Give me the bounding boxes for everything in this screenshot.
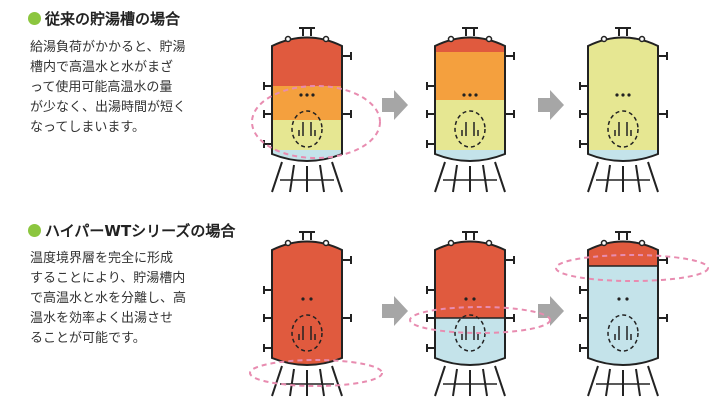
arrow-right-icon: [382, 90, 408, 120]
tank-conventional-stage-2: [426, 27, 515, 193]
heading-text: ハイパーWTシリーズの場合: [45, 222, 236, 240]
arrow-right-icon: [382, 296, 408, 326]
hot-water-layer: [435, 241, 505, 318]
desc-line: 槽内で高温水と水がまざ: [30, 60, 174, 75]
boundary-highlight: [409, 306, 551, 334]
tank-hyper-wt-stage-1: [263, 231, 352, 397]
boundary-highlight: [555, 254, 709, 282]
heading-text: 従来の貯湯槽の場合: [45, 10, 181, 28]
desc-line: って使用可能高温水の量: [30, 80, 173, 95]
section-description: 給湯負荷がかかると、貯湯 槽内で高温水と水がまざ って使用可能高温水の量 が少な…: [30, 38, 230, 138]
cold-water-layer: [588, 150, 658, 161]
cold-water-layer: [272, 150, 342, 161]
mixed-water-layer: [435, 100, 505, 150]
hot-water-layer: [272, 241, 342, 364]
tank-conventional-stage-3: [579, 27, 668, 193]
section-heading: 従来の貯湯槽の場合: [28, 8, 180, 29]
bullet-icon: [28, 12, 41, 25]
desc-line: 温水を効率よく出湯させ: [30, 311, 174, 326]
desc-line: 温度境界層を完全に形成: [30, 251, 174, 266]
desc-line: が少なく、出湯時間が短く: [30, 100, 187, 115]
desc-line: ることが可能です。: [30, 331, 146, 346]
cold-water-layer: [435, 150, 505, 161]
section-heading: ハイパーWTシリーズの場合: [28, 220, 235, 241]
mixing-zone-highlight: [251, 85, 381, 159]
boundary-highlight: [249, 359, 383, 387]
arrow-right-icon: [538, 296, 564, 326]
desc-line: で高温水と水を分離し、高: [30, 291, 187, 306]
cold-water-layer: [435, 318, 505, 365]
tank-conventional-stage-1: [263, 27, 352, 193]
tank-hyper-wt-stage-2: [426, 231, 515, 397]
warm-water-layer: [272, 86, 342, 120]
desc-line: することにより、貯湯槽内: [30, 271, 186, 286]
arrow-right-icon: [538, 90, 564, 120]
warm-water-layer: [435, 52, 505, 100]
hot-water-layer: [272, 37, 342, 86]
section-description: 温度境界層を完全に形成 することにより、貯湯槽内 で高温水と水を分離し、高 温水…: [30, 249, 230, 349]
hyper-wt-tank-section: ハイパーWTシリーズの場合 温度境界層を完全に形成 することにより、貯湯槽内 で…: [0, 208, 715, 416]
bullet-icon: [28, 224, 41, 237]
desc-line: なってしまいます。: [30, 120, 146, 135]
desc-line: 給湯負荷がかかると、貯湯: [30, 40, 186, 55]
conventional-tank-section: 従来の貯湯槽の場合 給湯負荷がかかると、貯湯 槽内で高温水と水がまざ って使用可…: [28, 8, 668, 193]
mixed-water-layer: [272, 120, 342, 150]
